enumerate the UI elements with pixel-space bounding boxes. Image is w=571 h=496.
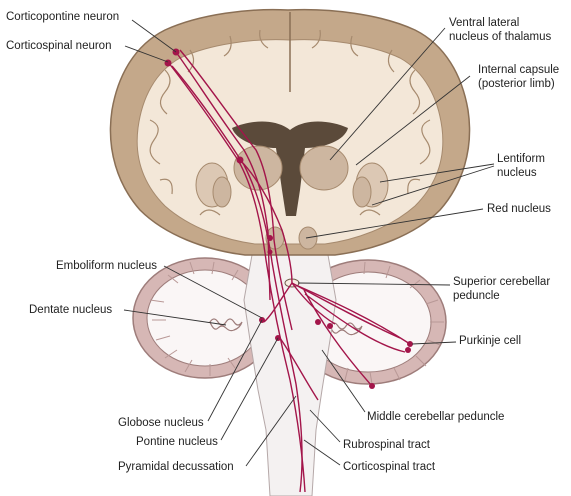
label-globose-nucleus: Globose nucleus [118, 417, 204, 429]
dentate-cell-b [327, 323, 333, 329]
motor-pathways [167, 49, 411, 493]
middle-peduncle-cell [369, 383, 375, 389]
label-rubrospinal-tract: Rubrospinal tract [343, 439, 430, 451]
lentiform-left-inner [212, 176, 232, 208]
brainstem [243, 254, 337, 496]
label-red-nucleus: Red nucleus [487, 203, 551, 215]
label-superior-cerebellar-line2: peduncle [453, 290, 500, 302]
label-corticospinal-neuron: Corticospinal neuron [6, 40, 112, 52]
thalamic-cell [236, 156, 244, 164]
thalamus-right [299, 145, 349, 191]
label-lentiform-line1: Lentiform [497, 153, 545, 165]
lentiform-right-inner [352, 176, 372, 208]
label-corticospinal-tract: Corticospinal tract [343, 461, 436, 473]
corticospinal-neuron-cell [164, 59, 172, 67]
purkinje-cell-a [407, 341, 413, 347]
label-corticopontine-neuron: Corticopontine neuron [6, 11, 120, 23]
label-dentate-nucleus: Dentate nucleus [29, 304, 113, 316]
dentate-nucleus-right [329, 322, 363, 336]
label-superior-cerebellar-line1: Superior cerebellar [453, 276, 551, 288]
label-internal-capsule-line2: (posterior limb) [478, 78, 555, 90]
label-pyramidal-decussation: Pyramidal decussation [118, 461, 234, 473]
dentate-cell-a [315, 319, 321, 325]
leader-lines [123, 19, 495, 467]
label-purkinje-cell: Purkinje cell [459, 335, 521, 347]
purkinje-cell-b [405, 347, 411, 353]
thalamus-left [233, 145, 283, 191]
label-ventral-lateral-nucleus-line1: Ventral lateral [449, 17, 520, 29]
label-lentiform-line2: nucleus [497, 167, 537, 179]
lateral-ventricles [232, 121, 348, 216]
neuron-bodies [164, 48, 413, 389]
label-internal-capsule-line1: Internal capsule [478, 64, 560, 76]
red-nucleus-cell [267, 235, 273, 241]
label-emboliform-nucleus: Emboliform nucleus [56, 260, 157, 272]
label-middle-cerebellar-peduncle: Middle cerebellar peduncle [367, 411, 505, 423]
label-pontine-nucleus: Pontine nucleus [136, 436, 218, 448]
label-ventral-lateral-nucleus-line2: nucleus of thalamus [449, 31, 552, 43]
